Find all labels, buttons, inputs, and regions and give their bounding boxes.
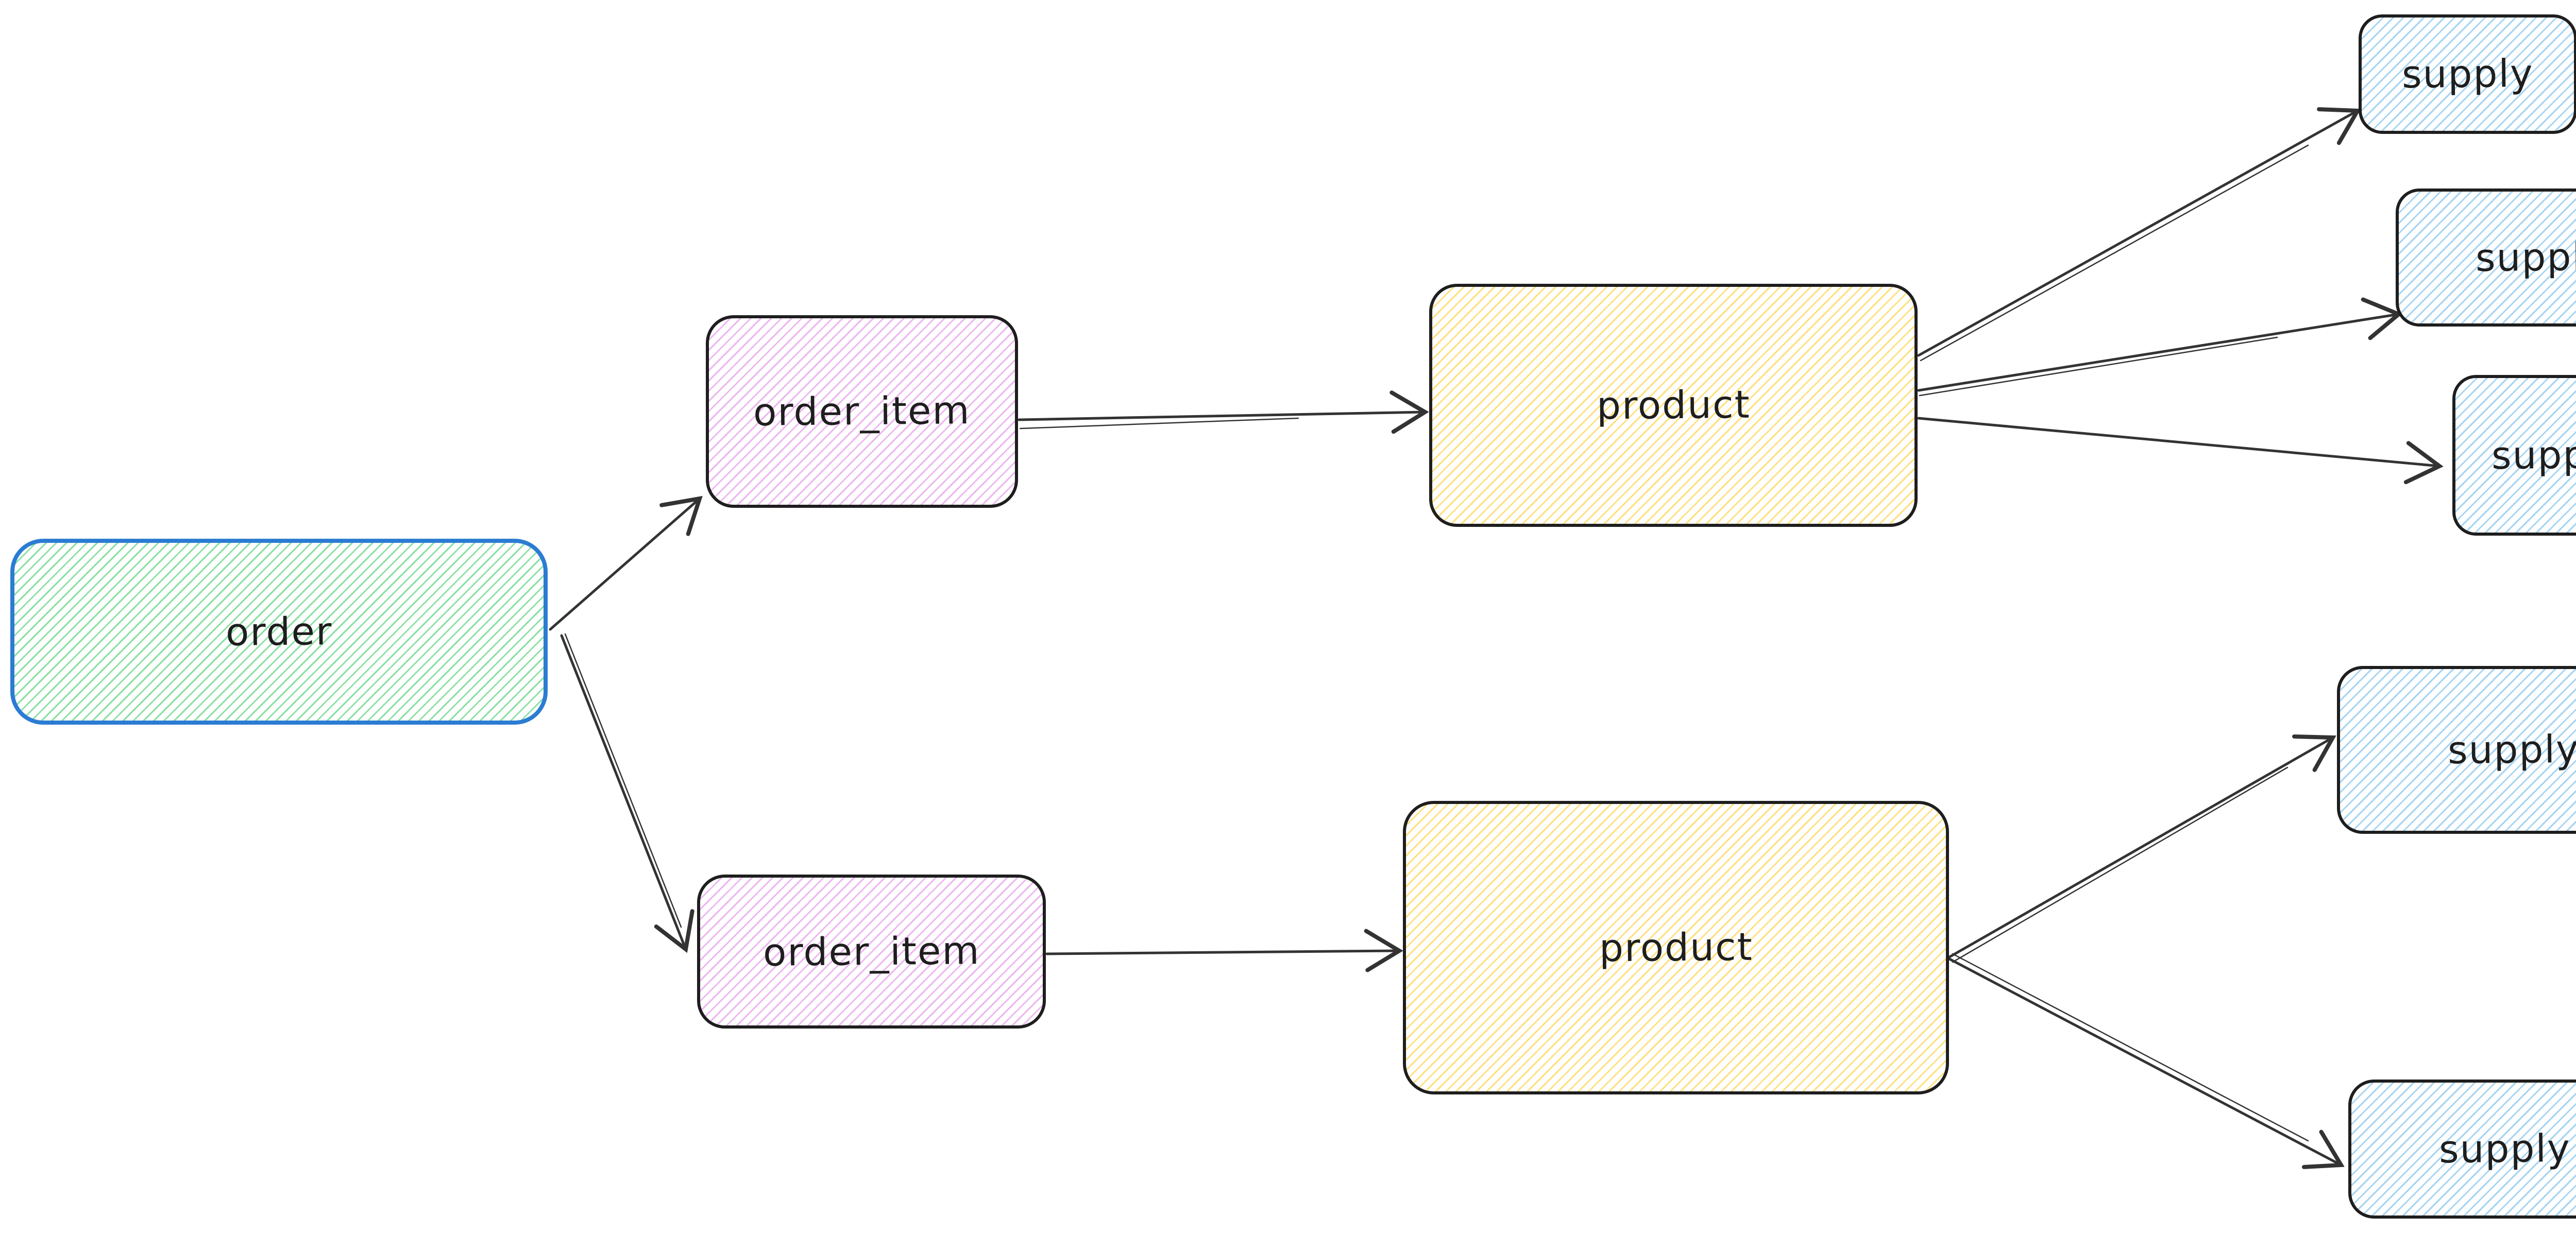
edge-product-2-to-supply-4-arrow[interactable] [1948,734,2336,958]
edge-order-to-order-item-2-arrow[interactable] [560,634,694,953]
edge-product-1-to-supply-1-arrow-sketch-line [1920,144,2309,362]
node-supply-2-label: supply [2475,234,2576,281]
node-supply-1-label: supply [2401,51,2534,97]
node-supply-4-label: supply [2447,727,2576,773]
edge-product-2-to-supply-5-arrow-sketch-line [1952,953,2309,1142]
edge-product-1-to-supply-2-arrow-sketch-line [1919,336,2278,397]
edge-order-item-1-to-product-1-arrow-sketch-line [1019,417,1299,430]
node-supply-3-label: supply [2491,432,2576,478]
edge-order-item-2-to-product-2-arrow[interactable] [1045,929,1403,972]
node-supply-5[interactable]: supply [2348,1080,2576,1219]
edge-product-1-to-supply-3-arrow[interactable] [1917,417,2444,485]
node-supply-2[interactable]: supply [2396,189,2576,327]
node-order-label: order [225,609,333,655]
node-order-item-1[interactable]: order_item [706,315,1018,508]
node-product-2-label: product [1599,924,1753,971]
node-order-item-1-label: order_item [753,388,971,435]
edge-order-item-1-to-product-1-arrow[interactable] [1018,390,1429,434]
edge-product-1-to-supply-2-arrow[interactable] [1917,297,2403,392]
node-product-1-label: product [1596,382,1751,429]
edge-order-to-order-item-1-arrow[interactable] [549,495,703,631]
node-order[interactable]: order [10,539,548,725]
edge-product-1-to-supply-1-arrow[interactable] [1917,107,2361,357]
node-supply-5-label: supply [2438,1126,2571,1172]
edge-product-2-to-supply-5-arrow[interactable] [1948,957,2345,1169]
node-product-2[interactable]: product [1403,801,1949,1094]
edge-order-to-order-item-2-arrow-sketch-line [564,633,682,928]
node-supply-3[interactable]: supply [2452,375,2576,536]
edge-product-2-to-supply-4-arrow-sketch-line [1952,766,2289,963]
node-supply-4[interactable]: supply [2337,666,2576,834]
node-order-item-2[interactable]: order_item [697,875,1046,1029]
node-supply-1[interactable]: supply [2359,14,2576,134]
node-product-1[interactable]: product [1429,284,1918,527]
node-order-item-2-label: order_item [762,928,980,975]
